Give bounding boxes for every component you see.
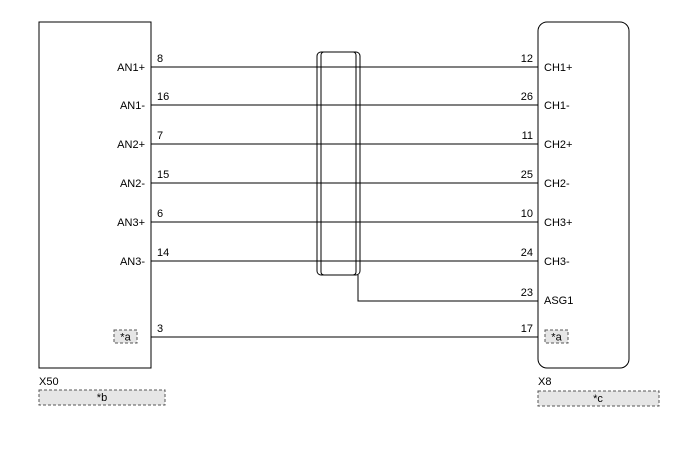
right-signal-label: CH1- <box>544 100 570 112</box>
left-connector-box <box>38 21 152 369</box>
cable-shield-inner <box>320 51 357 276</box>
right-connector-tag-label: *c <box>593 393 603 405</box>
right-connector-id: X8 <box>538 376 551 388</box>
left-pin-number: 15 <box>157 169 169 181</box>
left-pin-number: 8 <box>157 53 163 65</box>
right-connector-box <box>537 21 630 369</box>
left-connector-tag <box>38 389 166 406</box>
right-pin-number: 10 <box>521 208 533 220</box>
right-pin-number: 26 <box>521 91 533 103</box>
left-connector-tag-label: *b <box>97 392 107 404</box>
left-pin-number: 6 <box>157 208 163 220</box>
right-signal-label: CH3- <box>544 256 570 268</box>
cable-shield-outer <box>316 51 361 276</box>
left-extra-pin-number: 3 <box>157 323 163 335</box>
left-signal-label: AN3+ <box>117 217 145 229</box>
left-signal-label: AN2+ <box>117 139 145 151</box>
right-extra-tag <box>544 329 569 344</box>
right-signal-label: CH2- <box>544 178 570 190</box>
right-extra-tag-label: *a <box>551 332 562 344</box>
left-extra-tag <box>113 329 138 344</box>
right-signal-label: CH2+ <box>544 139 572 151</box>
right-signal-label: CH3+ <box>544 217 572 229</box>
left-connector-id: X50 <box>39 376 59 388</box>
shield-drain-wire <box>357 275 538 302</box>
right-pin-number: 11 <box>522 130 533 142</box>
signal-wires <box>151 66 538 262</box>
right-pin-number: 25 <box>521 169 533 181</box>
asg1-pin-number: 23 <box>521 287 533 299</box>
left-signal-label: AN3- <box>120 256 145 268</box>
left-pin-number: 14 <box>157 247 169 259</box>
right-pin-number: 12 <box>521 53 533 65</box>
left-pin-number: 16 <box>157 91 169 103</box>
right-signal-label: CH1+ <box>544 62 572 74</box>
left-signal-label: AN1+ <box>117 62 145 74</box>
left-pin-number: 7 <box>157 130 163 142</box>
left-extra-tag-label: *a <box>120 332 131 344</box>
left-signal-label: AN1- <box>120 100 145 112</box>
right-extra-pin-number: 17 <box>521 323 533 335</box>
asg1-signal-label: ASG1 <box>544 295 573 307</box>
right-pin-number: 24 <box>521 247 533 259</box>
left-signal-label: AN2- <box>120 178 145 190</box>
right-connector-tag <box>537 390 660 407</box>
